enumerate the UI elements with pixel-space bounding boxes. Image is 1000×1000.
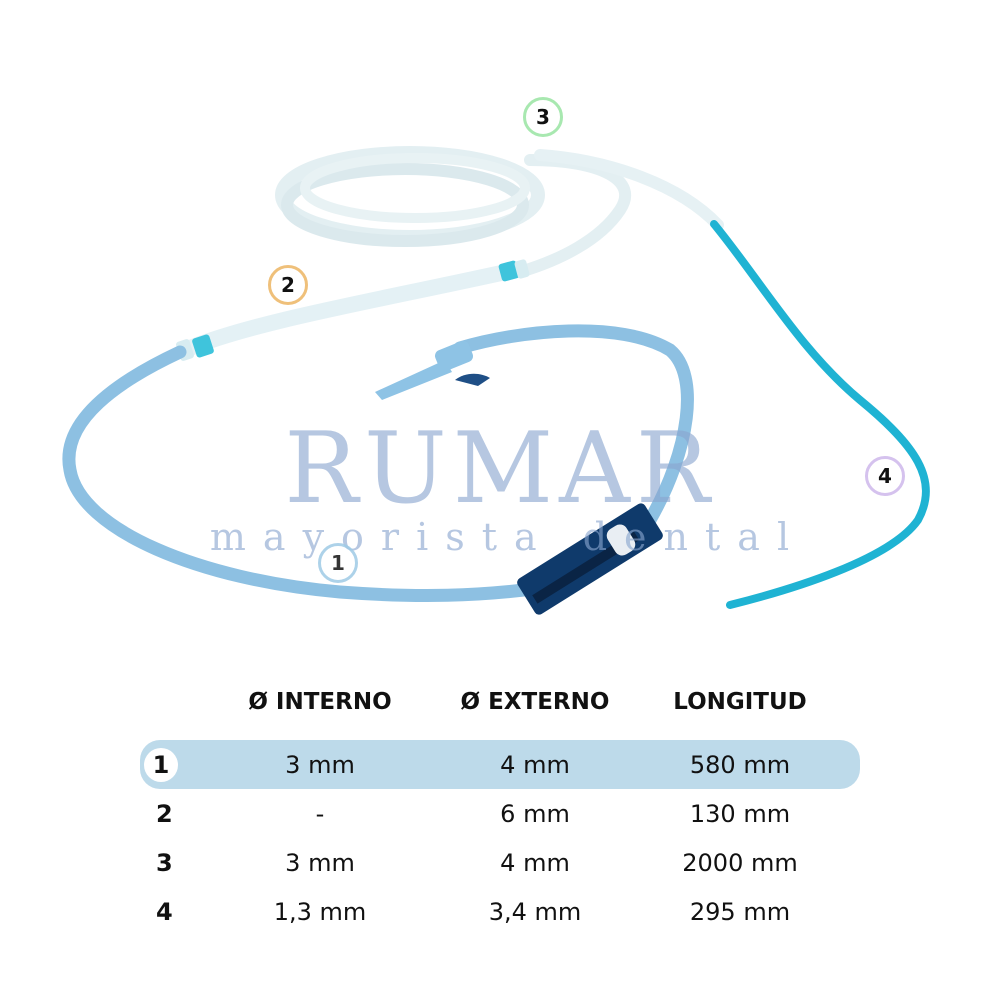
cell-longitud: 295 mm — [689, 897, 791, 926]
cell-interno: - — [315, 799, 325, 828]
cell-interno: 3 mm — [285, 848, 355, 877]
header-external-diameter: Ø EXTERNO — [460, 689, 610, 715]
cell-longitud: 130 mm — [689, 799, 791, 828]
row-index: 2 — [156, 799, 173, 828]
ejector-tip — [375, 340, 490, 400]
table-row-3: 3 3 mm 4 mm 2000 mm — [140, 838, 860, 887]
cell-externo: 4 mm — [450, 740, 620, 789]
callout-3: 3 — [523, 97, 563, 137]
row-index: 3 — [156, 848, 173, 877]
cell-interno: 3 mm — [190, 740, 450, 789]
row-index: 1 — [144, 747, 178, 782]
cell-longitud: 2000 mm — [682, 848, 798, 877]
header-length: LONGITUD — [673, 689, 807, 715]
tube-4 — [710, 220, 930, 609]
cell-interno: 1,3 mm — [273, 897, 367, 926]
callout-4: 4 — [865, 456, 905, 496]
clamp — [517, 503, 663, 615]
table-header-row: Ø INTERNO Ø EXTERNO LONGITUD — [140, 680, 860, 724]
spec-table: Ø INTERNO Ø EXTERNO LONGITUD 1 3 mm 4 mm… — [140, 680, 860, 936]
connector-right — [498, 259, 530, 282]
tube-1 — [62, 324, 694, 602]
header-index — [140, 680, 190, 724]
table-row-4: 4 1,3 mm 3,4 mm 295 mm — [140, 887, 860, 936]
cell-externo: 3,4 mm — [488, 897, 582, 926]
table-row-1: 1 3 mm 4 mm 580 mm — [140, 740, 860, 789]
cell-externo: 6 mm — [500, 799, 570, 828]
table-row-2: 2 - 6 mm 130 mm — [140, 789, 860, 838]
header-internal-diameter: Ø INTERNO — [248, 689, 392, 715]
cell-longitud: 580 mm — [620, 740, 860, 789]
row-index: 4 — [156, 897, 173, 926]
callout-1: 1 — [318, 543, 358, 583]
cell-externo: 4 mm — [500, 848, 570, 877]
tube-2 — [182, 262, 523, 356]
tube-3-coil — [275, 146, 724, 278]
callout-2: 2 — [268, 265, 308, 305]
tubing-set-illustration — [62, 146, 930, 615]
